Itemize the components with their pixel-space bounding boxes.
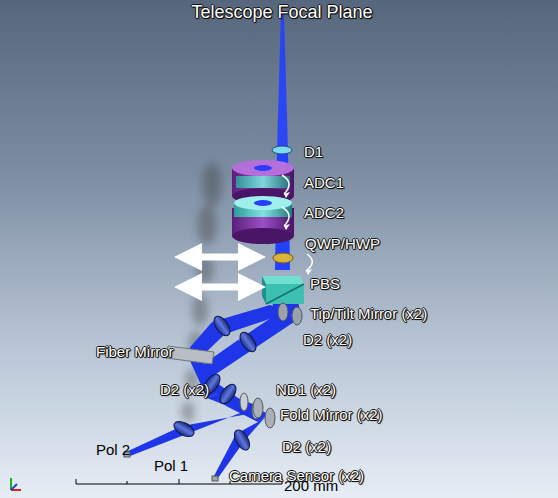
waveplate	[273, 253, 293, 263]
part-label: ND1 (x2)	[276, 382, 336, 399]
part-label: ADC2	[304, 205, 344, 222]
part-label: Fiber Mirror	[96, 344, 174, 361]
part-label: D2 (x2)	[303, 332, 352, 349]
beam	[277, 12, 288, 150]
part-label: Pol 2	[96, 442, 130, 459]
axis-triad	[11, 478, 21, 490]
part-label: ADC1	[304, 175, 344, 192]
scale-label: 200 mm	[284, 478, 338, 495]
motion-arrow	[188, 284, 252, 291]
lens	[272, 146, 292, 154]
part-label: Tip/Tilt Mirror (x2)	[310, 306, 427, 323]
mirror	[278, 303, 288, 321]
part-label: Fold Mirror (x2)	[280, 407, 383, 424]
camera-sensor	[212, 476, 218, 481]
lens	[211, 314, 259, 355]
beam-splitter	[262, 276, 304, 304]
part-label: D2 (x2)	[282, 439, 331, 456]
part-label: PBS	[310, 276, 340, 293]
part-label: D1	[304, 144, 323, 161]
title-label: Telescope Focal Plane	[191, 3, 372, 23]
beam	[126, 300, 300, 478]
mirror	[292, 307, 302, 325]
part-label: QWP/HWP	[305, 236, 380, 253]
part-label: Pol 1	[154, 458, 188, 475]
motion-arrow	[188, 254, 252, 261]
mirror	[253, 398, 263, 418]
mirror	[265, 408, 275, 428]
adc-prism	[232, 196, 294, 244]
part-label: D2 (x2)	[160, 382, 209, 399]
lens	[171, 418, 252, 452]
filter	[240, 393, 248, 411]
